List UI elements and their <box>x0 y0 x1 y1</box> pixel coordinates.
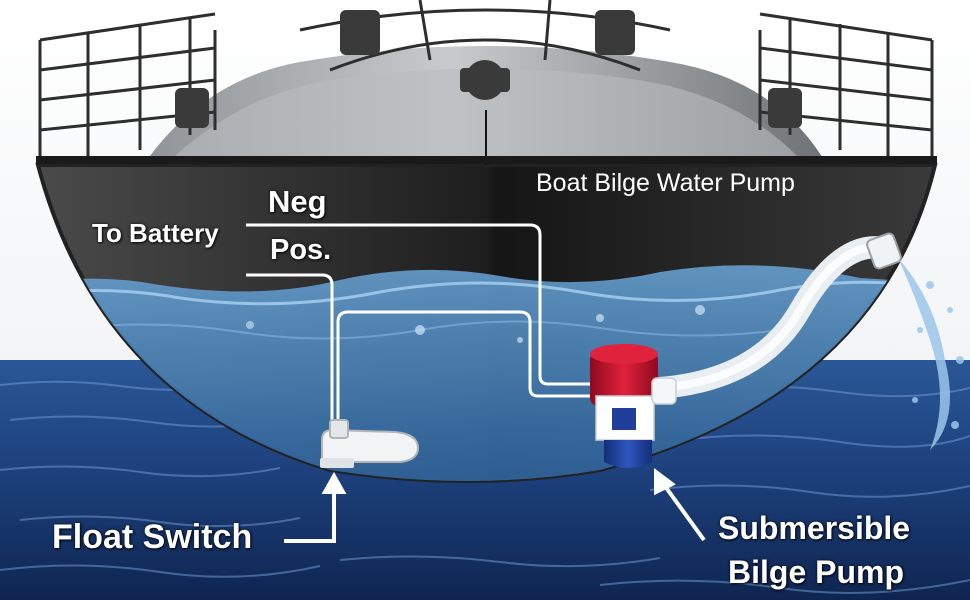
wiring <box>246 223 594 420</box>
callout-arrows <box>284 468 706 543</box>
float-switch-label: Float Switch <box>52 518 253 556</box>
pos-wire-label: Pos. <box>270 234 332 266</box>
bilge-water <box>38 265 935 481</box>
float-switch-arrow <box>284 488 336 543</box>
to-battery-label: To Battery <box>92 218 219 248</box>
bilge-pump <box>590 344 677 468</box>
submersible-label: Submersible <box>718 510 911 546</box>
bilge-pump-label: Bilge Pump <box>728 554 905 590</box>
deck-fittings <box>175 10 802 128</box>
pump-arrowhead <box>654 468 676 496</box>
hose-fitting <box>866 232 902 270</box>
positive-wire-to-switch <box>246 273 334 420</box>
pump-arrow <box>660 480 706 542</box>
float-switch <box>320 419 420 468</box>
neg-wire-label: Neg <box>268 184 327 219</box>
float-switch-arrowhead <box>321 471 347 494</box>
negative-wire <box>246 223 594 386</box>
diagram-title: Boat Bilge Water Pump <box>536 169 795 197</box>
switch-to-pump-wire <box>336 310 594 420</box>
water-discharge <box>898 258 964 450</box>
